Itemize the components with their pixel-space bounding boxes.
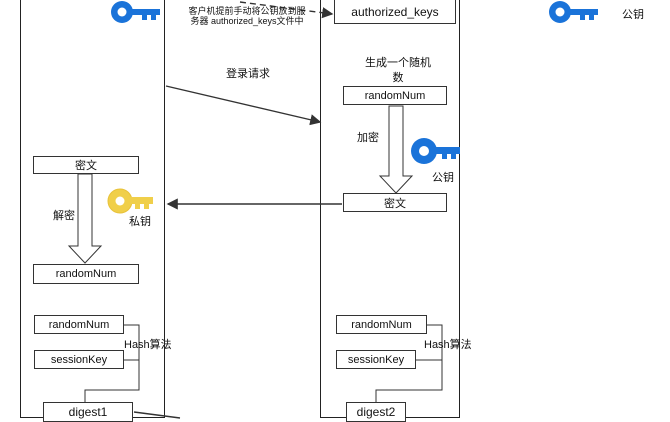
upload-arrow xyxy=(239,1,334,19)
key-icon xyxy=(549,1,598,23)
server-random-num: randomNum xyxy=(343,86,447,105)
client-random-num-2: randomNum xyxy=(34,315,124,334)
server-cipher: 密文 xyxy=(343,193,447,212)
upload-note: 客户机提前手动将公钥放到服务器 authorized_keys文件中 xyxy=(188,6,306,26)
private-key-label: 私钥 xyxy=(129,216,151,228)
legend-public-key-label: 公钥 xyxy=(622,9,644,21)
authorized-keys-box: authorized_keys xyxy=(334,0,456,24)
server-public-key-label: 公钥 xyxy=(432,172,454,184)
encrypt-label: 加密 xyxy=(357,132,379,144)
server-hash-bracket xyxy=(375,324,443,403)
key-icon xyxy=(411,138,460,164)
client-hash-label: Hash算法 xyxy=(124,339,172,351)
client-cipher: 密文 xyxy=(33,156,139,174)
client-digest: digest1 xyxy=(43,402,133,422)
server-hash-label: Hash算法 xyxy=(424,339,472,351)
key-icon xyxy=(107,188,153,214)
decrypt-label: 解密 xyxy=(53,210,75,222)
random-title: 生成一个随机数 xyxy=(365,57,431,84)
decrypt-arrow xyxy=(67,173,103,264)
key-icon xyxy=(111,1,160,23)
login-request-arrow xyxy=(165,85,322,126)
client-session-key: sessionKey xyxy=(34,350,124,369)
login-request-label: 登录请求 xyxy=(226,68,270,80)
client-hash-bracket xyxy=(84,324,140,403)
encrypt-arrow xyxy=(378,105,414,194)
client-random-num: randomNum xyxy=(33,264,139,284)
server-session-key: sessionKey xyxy=(336,350,416,369)
server-random-num-2: randomNum xyxy=(336,315,427,334)
digest-compare-line xyxy=(133,411,181,419)
